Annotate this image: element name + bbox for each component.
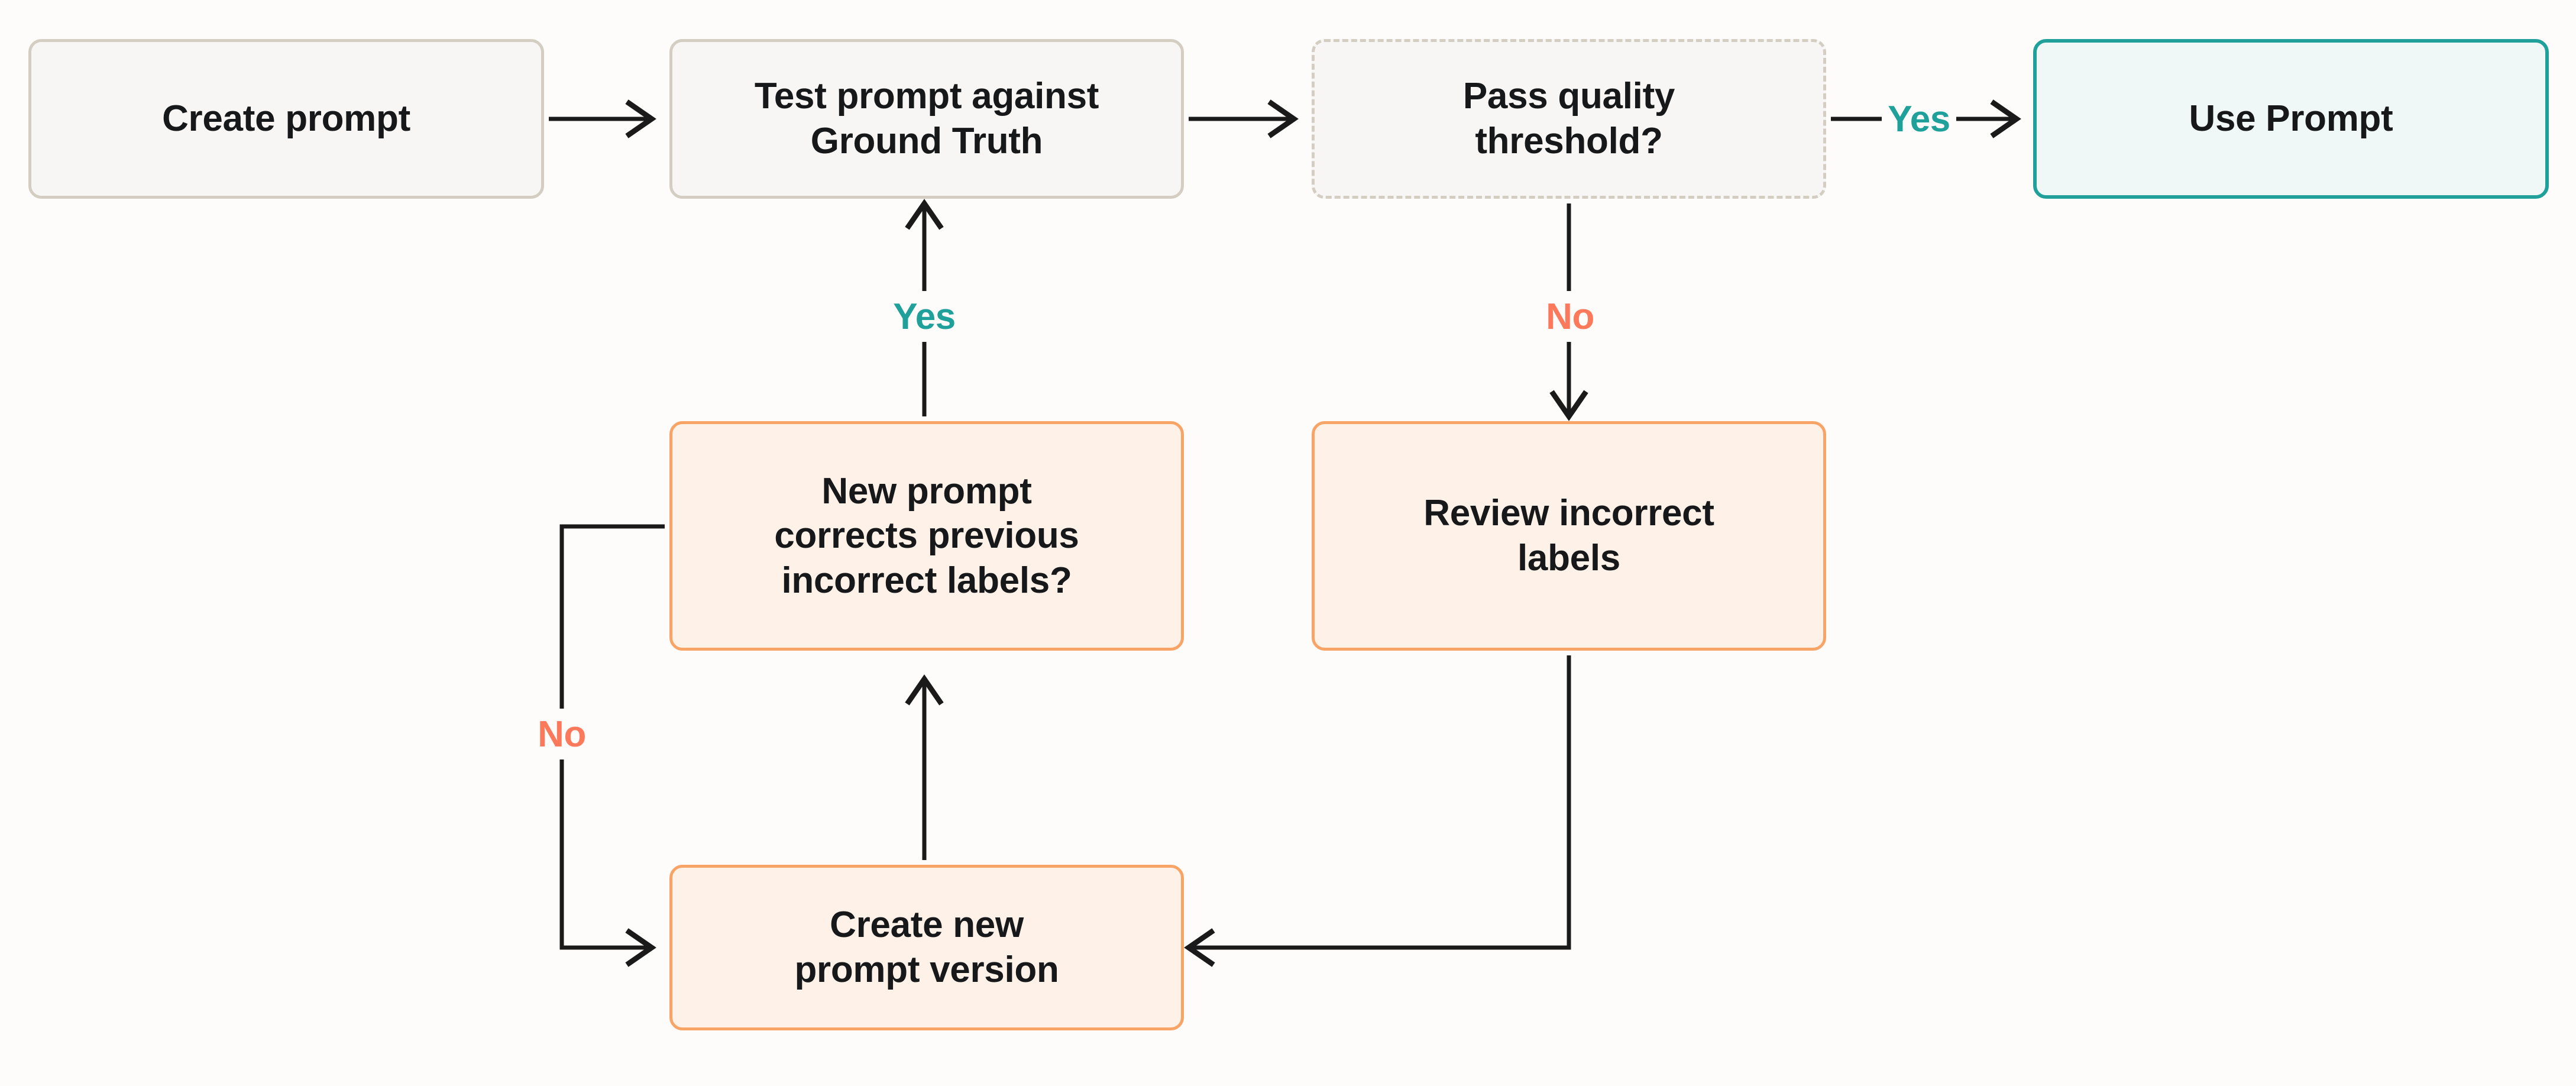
connector-threshold-yes-to-use [1831,99,2021,138]
edge-label-no-pass-threshold: No [1535,291,1605,342]
connector-corrects-yes-to-test [905,199,944,416]
node-use-prompt[interactable]: Use Prompt [2033,39,2549,199]
connector-review-to-create-version [1184,655,1571,967]
edge-label-no-new-prompt-corrects: No [526,709,597,759]
node-create-prompt[interactable]: Create prompt [28,39,544,199]
connector-create-to-test [549,99,656,138]
edge-label-yes-new-prompt-corrects: Yes [886,291,963,342]
node-pass-quality-threshold[interactable]: Pass quality threshold? [1312,39,1826,199]
node-create-new-prompt-version[interactable]: Create new prompt version [669,865,1184,1030]
node-test-prompt-against-ground-truth[interactable]: Test prompt against Ground Truth [669,39,1184,199]
node-new-prompt-corrects-previous-incorrect-labels[interactable]: New prompt corrects previous incorrect l… [669,421,1184,651]
node-review-incorrect-labels[interactable]: Review incorrect labels [1312,421,1826,651]
connector-threshold-no-to-review [1549,203,1588,421]
connector-corrects-no-to-create-version [559,524,665,967]
connector-test-to-threshold [1189,99,1299,138]
edge-label-yes-pass-threshold: Yes [1882,93,1956,144]
connector-create-version-to-corrects [905,674,944,860]
